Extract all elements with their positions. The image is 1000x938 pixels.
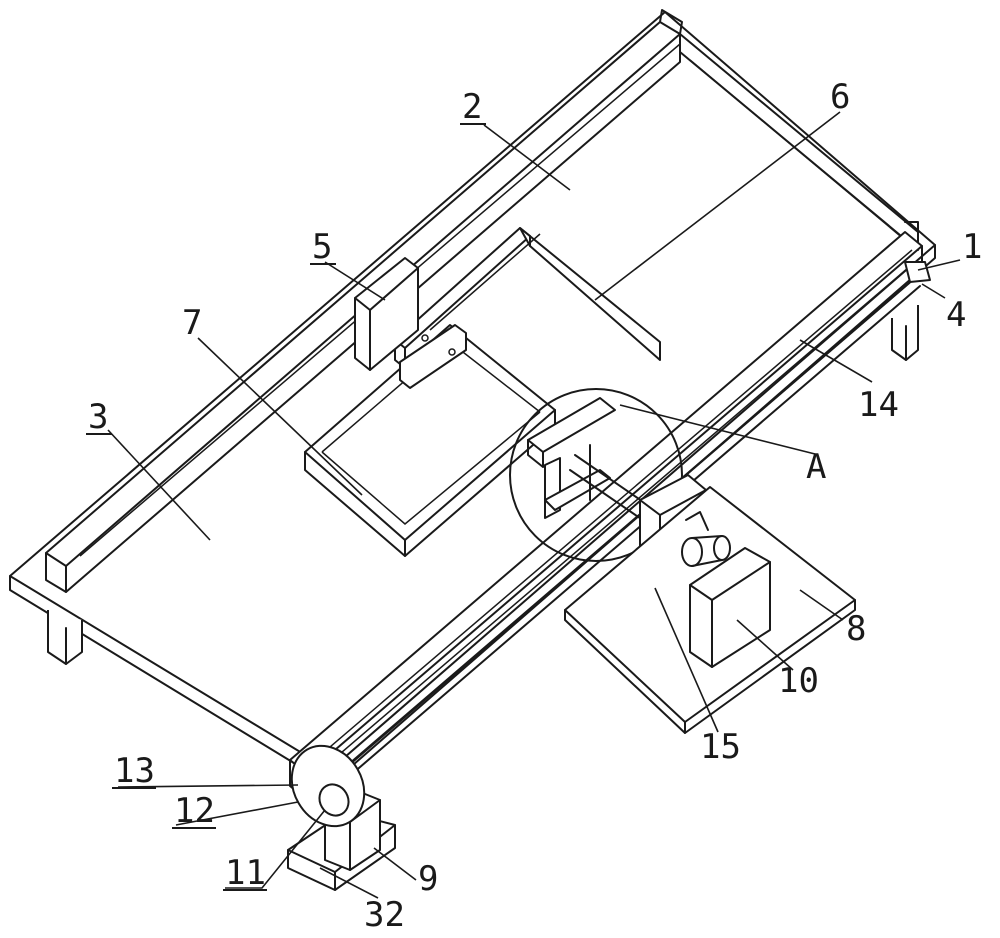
pulley-assembly [287,744,396,891]
label-2: 2 [462,87,482,127]
label-1: 1 [962,227,982,267]
support-post [354,257,419,371]
callouts: 2 6 5 7 3 1 4 14 A 8 10 15 13 12 11 9 32 [86,77,982,935]
label-7: 7 [182,303,202,343]
label-10: 10 [778,661,819,701]
inner-frame [394,227,661,369]
label-A: A [806,447,826,487]
side-plate [564,486,856,734]
label-4: 4 [946,295,966,335]
label-11: 11 [225,853,266,893]
label-15: 15 [700,727,741,767]
label-5: 5 [312,227,332,267]
label-9: 9 [418,859,438,899]
label-6: 6 [830,77,850,117]
label-13: 13 [114,751,155,791]
label-8: 8 [846,609,866,649]
label-14: 14 [858,385,899,425]
label-12: 12 [174,791,215,831]
leader-lines [107,111,961,899]
label-3: 3 [88,397,108,437]
label-32: 32 [364,895,405,935]
sliding-tray [304,324,556,557]
